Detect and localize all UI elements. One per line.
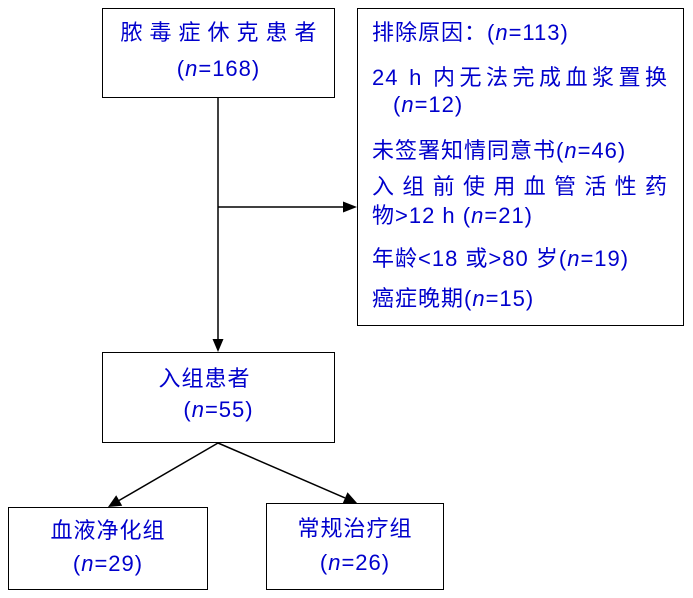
count-value: =55) (204, 397, 254, 422)
enrolled-patients-count: (n=55) (103, 397, 334, 423)
conventional-treatment-group-box: 常规治疗组 (n=26) (266, 503, 444, 590)
count-value: =21) (484, 203, 534, 228)
exclusion-reason-plasma-exchange: 24 h 内无法完成血浆置换 (372, 65, 668, 91)
enrolled-patients-box: 入组患者 (n=55) (102, 352, 335, 443)
exclusion-reason-no-consent: 未签署知情同意书(n=46) (372, 138, 626, 164)
line-text: 癌症晚期( (372, 286, 473, 311)
arrow-line-to-conventional-treatment (217, 442, 346, 499)
line-text: 未签署知情同意书( (372, 138, 565, 163)
source-population-title: 脓毒症休克患者 (120, 20, 324, 45)
exclusion-reason-advanced-cancer: 癌症晚期(n=15) (372, 286, 534, 312)
count-value: =26) (341, 550, 391, 575)
count-variable: n (328, 550, 342, 575)
count-variable: n (567, 246, 581, 271)
count-variable: n (495, 20, 509, 45)
arrowhead-blood-purification (108, 495, 123, 507)
count-prefix: ( (183, 397, 192, 422)
count-value: =46) (577, 138, 627, 163)
exclusion-heading: 排除原因：(n=113) (372, 20, 569, 46)
blood-purification-group-box: 血液净化组 (n=29) (8, 507, 208, 590)
line-text: 物>12 h ( (372, 203, 472, 228)
exclusion-reason-age: 年龄<18 或>80 岁(n=19) (372, 246, 629, 272)
count-variable: n (185, 56, 199, 81)
source-population-box: 脓毒症休克患者 (n=168) (102, 8, 335, 98)
enrolled-patients-title: 入组患者 (158, 366, 251, 391)
count-prefix: ( (319, 550, 329, 575)
arrowhead-exclusion (343, 201, 357, 213)
line-text: 排除原因：( (372, 20, 496, 45)
count-variable: n (401, 92, 415, 117)
group-count: (n=29) (9, 551, 207, 577)
count-variable: n (564, 138, 578, 163)
exclusion-reason-vasoactive-drugs-cont: 物>12 h (n=21) (372, 203, 533, 229)
count-value: =19) (580, 246, 630, 271)
count-variable: n (81, 551, 95, 576)
count-value: =29) (94, 551, 144, 576)
count-prefix: ( (72, 551, 82, 576)
exclusion-reasons-box: 排除原因：(n=113) 24 h 内无法完成血浆置换 (n=12) 未签署知情… (357, 8, 684, 326)
group-title: 血液净化组 (50, 518, 166, 543)
group-title: 常规治疗组 (297, 516, 413, 541)
count-prefix: ( (393, 92, 402, 117)
line-text: 24 h 内无法完成血浆置换 (372, 65, 668, 90)
line-text: 年龄<18 或>80 岁( (372, 246, 568, 271)
count-value: =168) (198, 56, 261, 81)
arrowhead-conventional-treatment (342, 492, 357, 504)
arrow-line-to-blood-purification (118, 442, 219, 502)
count-prefix: ( (176, 56, 186, 81)
count-variable: n (191, 397, 205, 422)
group-count: (n=26) (267, 550, 443, 576)
line-text: 入组前使用血管活性药 (372, 174, 668, 199)
count-value: =113) (508, 20, 569, 45)
source-population-count: (n=168) (103, 56, 334, 82)
exclusion-reason-plasma-exchange-count: (n=12) (393, 92, 463, 118)
count-value: =12) (414, 92, 464, 117)
count-variable: n (471, 203, 485, 228)
count-variable: n (472, 286, 486, 311)
count-value: =15) (485, 286, 535, 311)
exclusion-reason-vasoactive-drugs: 入组前使用血管活性药 (372, 174, 668, 200)
arrowhead-enrolled (212, 339, 224, 352)
